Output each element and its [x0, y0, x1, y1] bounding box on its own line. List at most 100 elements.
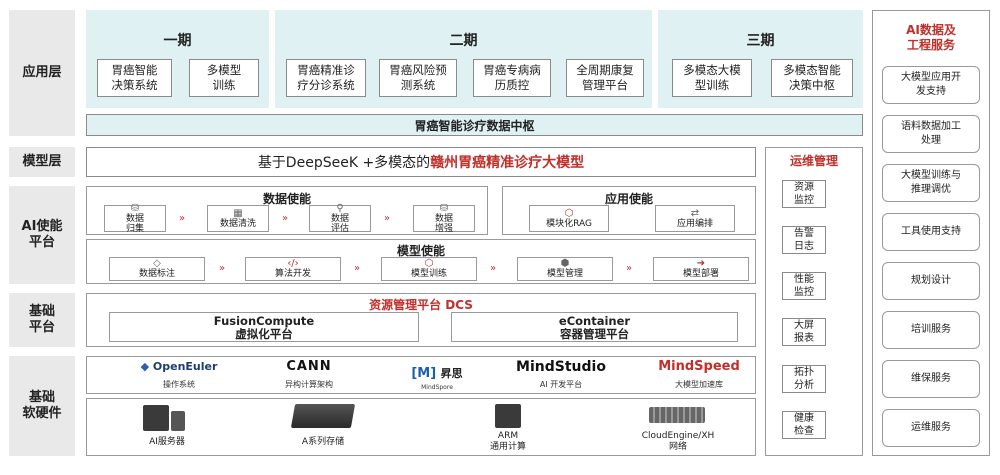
chevron-right-icon: »	[282, 213, 289, 224]
phase-title: 三期	[746, 33, 775, 49]
data-enable-title: 数据使能	[262, 192, 311, 206]
storage-icon	[290, 404, 356, 428]
hardware-label: AI服务器	[149, 437, 185, 447]
app-enable-panel: 应用使能 ⬡ 模块化RAG ⇄ 应用编排	[502, 186, 756, 235]
chevron-right-icon: »	[219, 263, 226, 274]
software-label: 操作系统	[163, 380, 195, 389]
model-step: ⬢ 模型管理	[517, 257, 613, 281]
app-item: 多模态大模 型训练	[672, 59, 752, 97]
services-title: AI数据及 工程服务	[906, 23, 956, 52]
app-step: ⇄ 应用编排	[655, 205, 735, 232]
layer-label-base-hw: 基础 软硬件	[9, 356, 75, 456]
software-label: 大模型加速库	[675, 380, 723, 389]
phase-2: 二期 胃癌精准诊 疗分诊系统 胃癌风险预 测系统 胃癌专病病 历质控 全周期康复…	[275, 10, 652, 108]
step-label: 数据标注	[138, 269, 175, 279]
search-icon: ⚲	[336, 202, 344, 214]
ops-item: 告警 日志	[782, 226, 826, 254]
workflow-icon: ⇄	[690, 207, 700, 219]
services-panel: AI数据及 工程服务 大模型应用开 发支持 语料数据加工 处理 大模型训练与 推…	[872, 10, 990, 456]
server-icon	[171, 411, 185, 431]
step-label: 算法开发	[274, 269, 311, 279]
resource-item-desc: 虚拟化平台	[235, 327, 293, 341]
software-label: 异构计算架构	[285, 380, 333, 389]
hardware-label: A系列存储	[301, 437, 345, 447]
resource-item-name: FusionCompute	[213, 314, 315, 328]
data-step: ⚲ 数据 评估	[309, 202, 371, 234]
step-label: 应用编排	[676, 218, 713, 229]
tag-icon: ◇	[153, 258, 161, 269]
box-gear-icon: ⬢	[560, 258, 570, 269]
step-label: 模型训练	[410, 269, 447, 279]
model-step: ‹/› 算法开发	[245, 257, 341, 281]
app-enable-title: 应用使能	[604, 192, 653, 206]
fusioncompute-box: FusionCompute 虚拟化平台	[109, 312, 419, 342]
mindspeed-logo: MindSpeed	[658, 359, 740, 374]
server-icon	[143, 405, 169, 431]
service-item: 工具使用支持	[882, 213, 980, 251]
data-enable-panel: 数据使能 ⛁ 数据 归集 » ▦ 数据清洗 » ⚲ 数据 评估 » ⛁ 数据 增…	[86, 186, 488, 235]
cube-icon: ⬡	[424, 258, 434, 269]
model-bar-highlight: 赣州胃癌精准诊疗大模型	[430, 155, 585, 171]
ops-panel: 运维管理 资源 监控 告警 日志 性能 监控 大屏 报表 拓扑 分析 健康 检查	[765, 147, 863, 456]
step-label: 模型管理	[546, 269, 583, 279]
hardware-label: CloudEngine/XH 网络	[641, 431, 715, 452]
app-step: ⬡ 模块化RAG	[529, 205, 609, 232]
ops-item: 性能 监控	[782, 272, 826, 300]
step-label: 模型部署	[682, 269, 719, 279]
service-item: 大模型训练与 推理调优	[882, 164, 980, 202]
step-label: 数据 归集	[125, 213, 144, 234]
model-enable-panel: 模型使能 ◇ 数据标注 » ‹/› 算法开发 » ⬡ 模型训练 » ⬢ 模型管理…	[86, 239, 756, 284]
service-item: 运维服务	[882, 409, 980, 447]
app-item: 多模型 训练	[189, 59, 259, 97]
model-enable-title: 模型使能	[396, 244, 445, 258]
chevron-right-icon: »	[490, 263, 497, 274]
database-icon: ⛁	[130, 202, 140, 214]
model-step: ⬡ 模型训练	[381, 257, 477, 281]
econtainer-box: eContainer 容器管理平台	[451, 312, 738, 342]
service-item: 培训服务	[882, 311, 980, 349]
resource-title: 资源管理平台 DCS	[369, 298, 473, 312]
database-up-icon: ⛁	[439, 202, 449, 214]
phase-title: 一期	[163, 33, 192, 49]
arrow-right-icon: ➜	[696, 258, 706, 269]
mindstudio-logo: MindStudio	[516, 359, 606, 375]
chevron-right-icon: »	[626, 263, 633, 274]
step-label: 数据 评估	[330, 213, 349, 234]
hardware-panel: AI服务器 A系列存储 ARM 通用计算 CloudEngine/XH 网络	[86, 398, 756, 456]
step-label: 模块化RAG	[546, 218, 592, 229]
app-item: 胃癌专病病 历质控	[473, 59, 551, 97]
step-label: 数据 增强	[434, 213, 453, 234]
resource-item-name: eContainer	[558, 314, 631, 328]
software-panel: ◆ OpenEuler 操作系统 CANN 异构计算架构 [M] 昇思 Mind…	[86, 356, 756, 394]
layer-label-base-platform: 基础 平台	[9, 293, 75, 347]
data-step: ⛁ 数据 归集	[104, 202, 166, 234]
model-step: ➜ 模型部署	[653, 257, 749, 281]
openeuler-logo: ◆ OpenEuler	[123, 360, 235, 373]
phase-1: 一期 胃癌智能 决策系统 多模型 训练	[86, 10, 269, 108]
ops-item: 拓扑 分析	[782, 365, 826, 393]
mindspore-logo: [M] 昇思	[387, 365, 487, 381]
logo-text: OpenEuler	[152, 360, 218, 373]
resource-panel: 资源管理平台 DCS FusionCompute 虚拟化平台 eContaine…	[86, 293, 756, 347]
model-step: ◇ 数据标注	[109, 257, 205, 281]
chevron-right-icon: »	[354, 263, 361, 274]
layer-label-model: 模型层	[9, 147, 75, 177]
arm-server-icon	[495, 404, 521, 428]
layer-label-ai-enable: AI使能 平台	[9, 186, 75, 284]
software-label: MindSpore	[421, 384, 453, 391]
resource-item-desc: 容器管理平台	[560, 327, 629, 341]
software-label: AI 开发平台	[539, 380, 583, 389]
ops-item: 资源 监控	[782, 180, 826, 208]
openeuler-icon: ◆	[140, 360, 150, 373]
ops-item: 健康 检查	[782, 411, 826, 439]
chevron-right-icon: »	[179, 213, 186, 224]
phase-3: 三期 多模态大模 型训练 多模态智能 决策中枢	[658, 10, 863, 108]
app-item: 胃癌智能 决策系统	[97, 59, 172, 97]
app-item: 胃癌风险预 测系统	[379, 59, 457, 97]
service-item: 规划设计	[882, 262, 980, 300]
phase-title: 二期	[449, 33, 478, 49]
app-item: 多模态智能 决策中枢	[771, 59, 853, 97]
app-item: 全周期康复 管理平台	[566, 59, 644, 97]
service-item: 维保服务	[882, 360, 980, 398]
cann-logo: CANN	[286, 359, 332, 374]
